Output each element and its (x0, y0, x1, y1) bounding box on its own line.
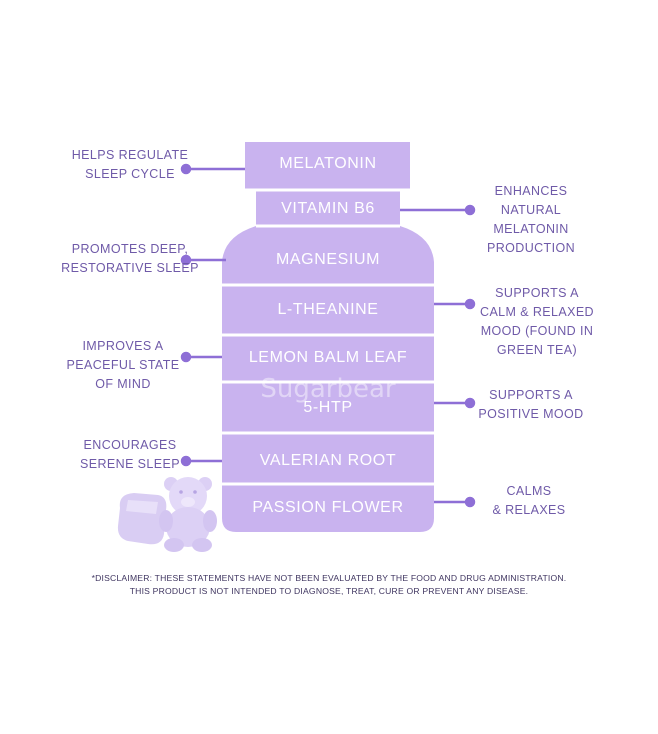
connector-dot-right-2 (464, 298, 476, 310)
gummy-bear-icon (159, 477, 217, 552)
ingredient-5-htp: 5-HTP (303, 399, 353, 416)
disclaimer-line-2: THIS PRODUCT IS NOT INTENDED TO DIAGNOSE… (129, 586, 529, 596)
disclaimer: *DISCLAIMER: THESE STATEMENTS HAVE NOT B… (40, 572, 618, 598)
benefit-left-2: PROMOTES DEEP, RESTORATIVE SLEEP (61, 242, 199, 275)
connector-dot-right-1 (464, 204, 476, 216)
benefit-left-3: IMPROVES A PEACEFUL STATE OF MIND (66, 339, 180, 391)
ingredient-l-theanine: L-THEANINE (277, 301, 379, 318)
benefit-right-3: SUPPORTS A POSITIVE MOOD (478, 388, 584, 421)
disclaimer-line-1: *DISCLAIMER: THESE STATEMENTS HAVE NOT B… (91, 573, 567, 583)
connector-dot-left-3 (180, 351, 192, 363)
ingredient-passion-flower: PASSION FLOWER (252, 499, 404, 516)
connector-dot-left-2 (180, 254, 192, 266)
benefit-right-2: SUPPORTS A CALM & RELAXED MOOD (FOUND IN… (480, 286, 594, 357)
ingredient-magnesium: MAGNESIUM (275, 251, 381, 268)
brand-watermark: Sugarbear (260, 374, 396, 404)
connector-dot-right-3 (464, 397, 476, 409)
ingredient-melatonin: MELATONIN (279, 155, 377, 172)
connector-dot-left-4 (180, 455, 192, 467)
gummy-cube (117, 493, 167, 545)
benefit-right-1: ENHANCES NATURAL MELATONIN PRODUCTION (486, 184, 576, 255)
benefit-left-1: HELPS REGULATE SLEEP CYCLE (71, 148, 189, 181)
ingredient-vitamin-b6: VITAMIN B6 (281, 200, 375, 217)
benefit-right-4: CALMS & RELAXES (492, 484, 566, 517)
ingredient-valerian-root: VALERIAN ROOT (259, 452, 397, 469)
connector-dot-left-1 (180, 163, 192, 175)
ingredient-lemon-balm-leaf: LEMON BALM LEAF (248, 349, 408, 366)
benefit-left-4: ENCOURAGES SERENE SLEEP (80, 438, 180, 471)
connector-dot-right-4 (464, 496, 476, 508)
